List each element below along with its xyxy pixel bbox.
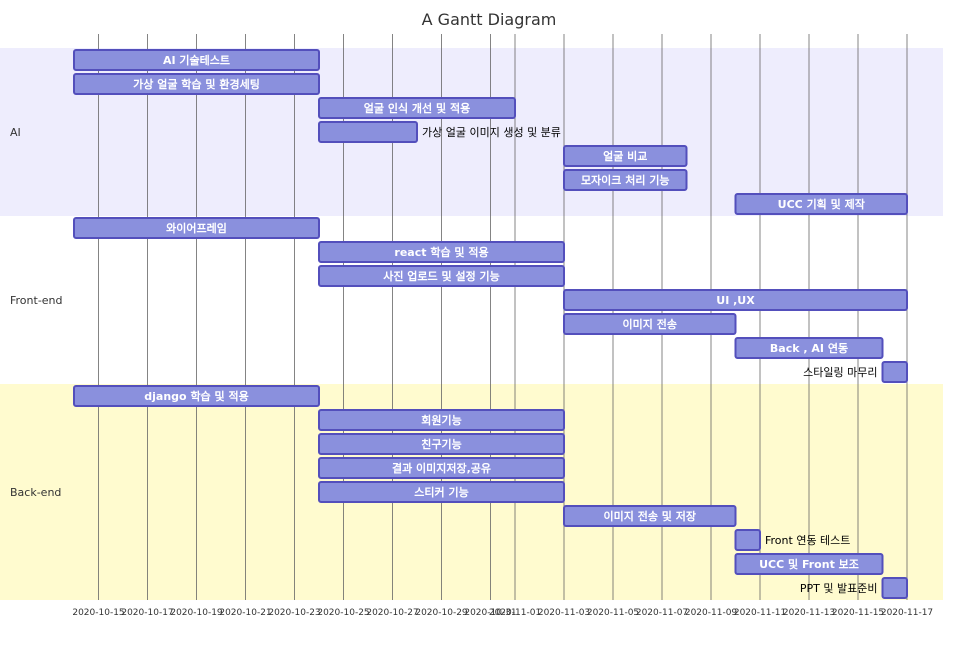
- task-bar: [563, 169, 688, 191]
- x-tick-label: 2020-11-09: [685, 608, 738, 618]
- task-bar: [563, 313, 737, 335]
- task-bar: [318, 457, 565, 479]
- task-bar: [318, 241, 565, 263]
- x-tick-label: 2020-10-19: [170, 608, 223, 618]
- task-bar: [563, 289, 908, 311]
- task-bar: [734, 337, 884, 359]
- x-tick-label: 2020-11-03: [538, 608, 590, 618]
- x-tick-label: 2020-10-31: [464, 608, 516, 618]
- task-bar: [318, 433, 565, 455]
- task-bar: [73, 385, 320, 407]
- x-tick-label: 2020-11-07: [636, 608, 688, 618]
- task-label: 가상 얼굴 이미지 생성 및 분류: [422, 125, 561, 139]
- x-tick-label: 2020-10-15: [72, 608, 124, 618]
- task-bar: [318, 121, 418, 143]
- section-label: Back-end: [10, 486, 61, 499]
- task-label: AI 기술테스트: [163, 53, 230, 67]
- task-bar: [318, 265, 565, 287]
- task-label: 스티커 기능: [414, 485, 468, 499]
- task-bar: [563, 145, 688, 167]
- task-label: 결과 이미지저장,공유: [392, 461, 491, 475]
- task-bar: [318, 409, 565, 431]
- x-tick-label: 2020-11-01: [489, 608, 541, 618]
- section-label: Front-end: [10, 294, 63, 307]
- task-label: 가상 얼굴 학습 및 환경세팅: [133, 77, 260, 91]
- task-label: 와이어프레임: [166, 221, 227, 235]
- task-label: UI ,UX: [716, 294, 755, 307]
- task-bar: [881, 577, 908, 599]
- task-bar: [73, 217, 320, 239]
- task-label: 이미지 전송 및 저장: [604, 509, 696, 523]
- x-tick-label: 2020-11-11: [734, 608, 786, 618]
- chart-title: A Gantt Diagram: [422, 10, 557, 29]
- x-tick-label: 2020-10-23: [268, 608, 320, 618]
- task-bar: [881, 361, 908, 383]
- task-bar: [734, 529, 761, 551]
- task-label: django 학습 및 적용: [144, 389, 248, 403]
- x-tick-label: 2020-11-17: [881, 608, 933, 618]
- x-tick-label: 2020-10-21: [219, 608, 271, 618]
- task-bar: [73, 73, 320, 95]
- x-tick-label: 2020-11-05: [587, 608, 639, 618]
- x-tick-label: 2020-10-25: [317, 608, 369, 618]
- x-axis: 2020-10-152020-10-172020-10-192020-10-21…: [72, 608, 933, 618]
- task-label: 친구기능: [421, 437, 461, 451]
- task-label: 사진 업로드 및 설정 기능: [383, 269, 500, 283]
- task-bar: [734, 553, 884, 575]
- task-label: 얼굴 비교: [603, 149, 647, 163]
- x-tick-label: 2020-10-17: [121, 608, 173, 618]
- x-tick-label: 2020-11-15: [832, 608, 884, 618]
- task-label: 회원기능: [421, 413, 461, 427]
- task-label: react 학습 및 적용: [394, 245, 488, 259]
- x-tick-label: 2020-11-13: [783, 608, 835, 618]
- task-label: PPT 및 발표준비: [800, 582, 878, 595]
- task-bar: [318, 481, 565, 503]
- task-label: 스타일링 마무리: [803, 365, 877, 379]
- x-tick-label: 2020-10-27: [366, 608, 418, 618]
- task-bar: [318, 97, 516, 119]
- task-bar: [734, 193, 908, 215]
- x-tick-label: 2020-10-29: [415, 608, 468, 618]
- task-label: 모자이크 처리 기능: [581, 173, 670, 187]
- task-label: Front 연동 테스트: [765, 534, 850, 547]
- task-label: Back , AI 연동: [770, 341, 848, 355]
- task-label: 이미지 전송: [623, 317, 677, 331]
- task-bar: [563, 505, 737, 527]
- task-label: UCC 및 Front 보조: [759, 557, 859, 571]
- section-label: AI: [10, 126, 21, 139]
- task-label: UCC 기획 및 제작: [778, 197, 865, 211]
- task-bar: [73, 49, 320, 71]
- task-label: 얼굴 인식 개선 및 적용: [364, 101, 470, 115]
